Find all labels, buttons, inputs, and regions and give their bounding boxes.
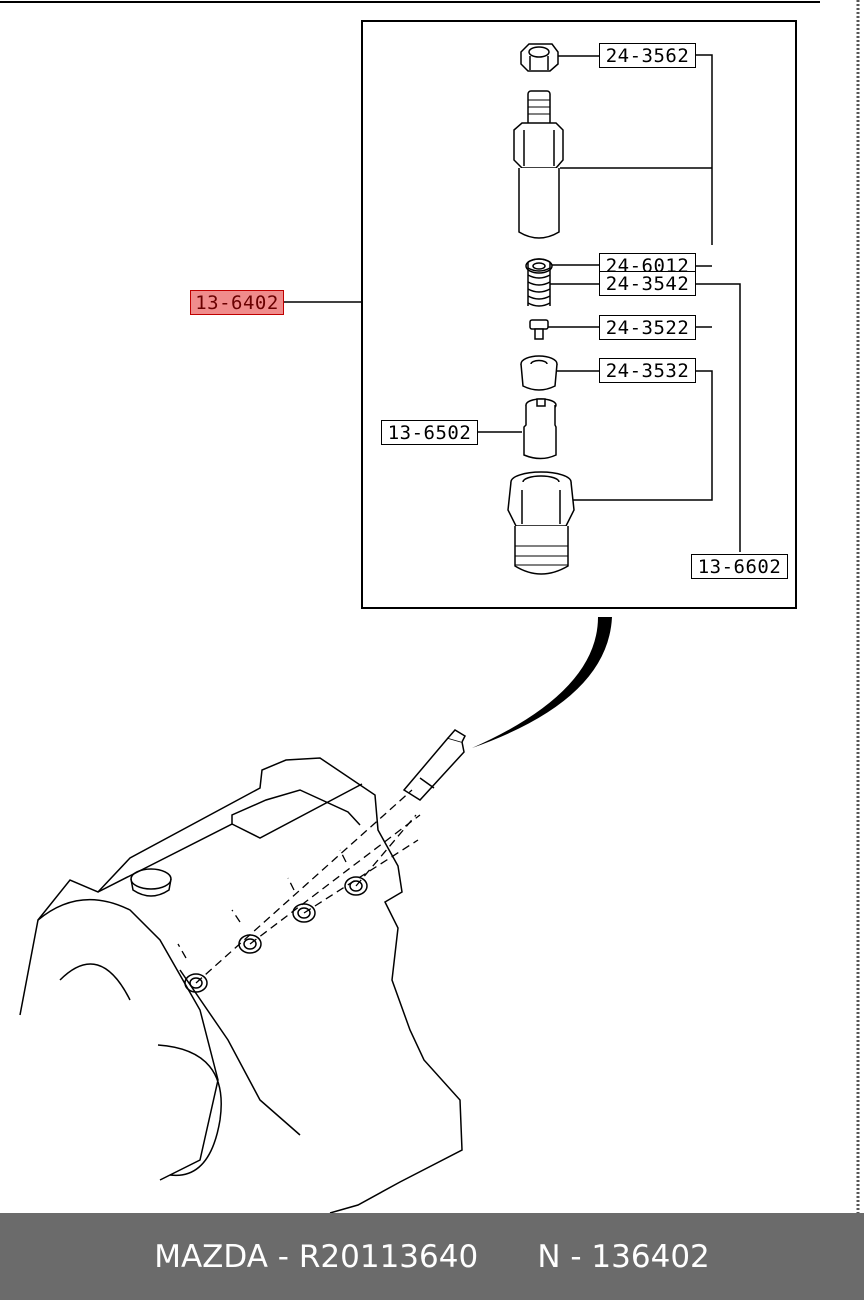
- callout-24-3542[interactable]: 24-3542: [599, 271, 696, 296]
- footer-brand: MAZDA: [154, 1238, 268, 1275]
- footer-n-label: N: [537, 1238, 561, 1275]
- pin-24-3522: [529, 319, 549, 340]
- callout-24-3532[interactable]: 24-3532: [599, 358, 696, 383]
- callout-13-6602[interactable]: 13-6602: [691, 554, 788, 579]
- injector-small: [402, 729, 466, 801]
- callout-24-3522[interactable]: 24-3522: [599, 315, 696, 340]
- assembly-dash-lines: [177, 789, 421, 984]
- parts-diagram: [0, 0, 860, 1213]
- footer-n-value: 136402: [591, 1238, 710, 1275]
- nut-24-3562: [520, 43, 559, 72]
- engine-outline: [19, 757, 463, 1213]
- callout-13-6402-highlighted[interactable]: 13-6402: [190, 290, 284, 315]
- nozzle-13-6502: [523, 398, 557, 460]
- injector-ports: [184, 876, 368, 993]
- detail-pointer: [472, 617, 612, 748]
- callout-13-6502[interactable]: 13-6502: [381, 420, 478, 445]
- nozzle-holder-body: [513, 90, 564, 239]
- retaining-nut-13-6602: [507, 471, 575, 575]
- footer-part-number: R20113640: [298, 1238, 479, 1275]
- callout-24-3562[interactable]: 24-3562: [599, 43, 696, 68]
- spacer-24-3532: [520, 355, 558, 391]
- footer-bar: MAZDA - R20113640 N - 136402: [0, 1213, 864, 1300]
- spring-24-3542: [527, 258, 551, 307]
- detail-box: [361, 20, 797, 609]
